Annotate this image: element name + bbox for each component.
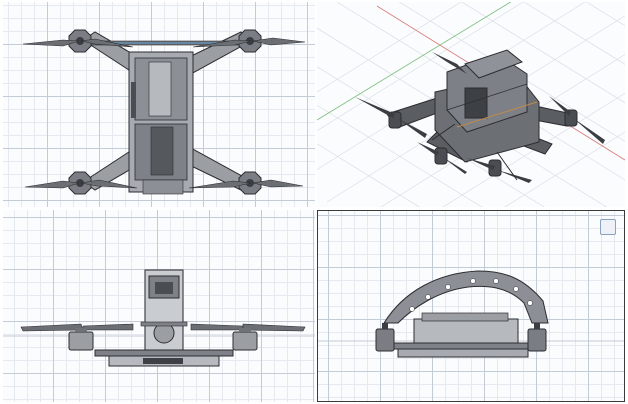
viewport-right[interactable] [317,210,625,402]
front-view-model [3,269,315,367]
viewport-top[interactable] [3,2,315,207]
viewport-perspective[interactable] [317,2,625,207]
right-view-model [318,270,624,358]
viewcube-icon[interactable] [600,219,616,235]
top-view-model [22,29,306,195]
viewport-front[interactable] [3,210,315,402]
perspective-view-model [355,49,605,183]
perspective-grid [317,2,625,207]
